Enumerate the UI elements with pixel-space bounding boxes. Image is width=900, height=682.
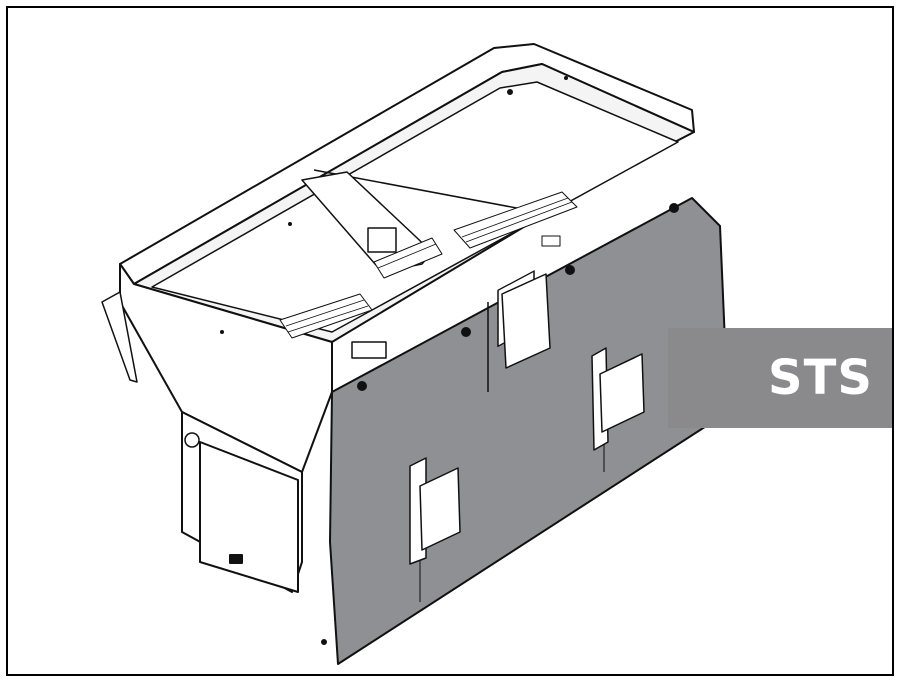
model-label: STS 1 xyxy=(768,350,892,406)
model-badge: STS 1 xyxy=(668,328,892,428)
page-frame: STS 1 xyxy=(6,6,894,676)
